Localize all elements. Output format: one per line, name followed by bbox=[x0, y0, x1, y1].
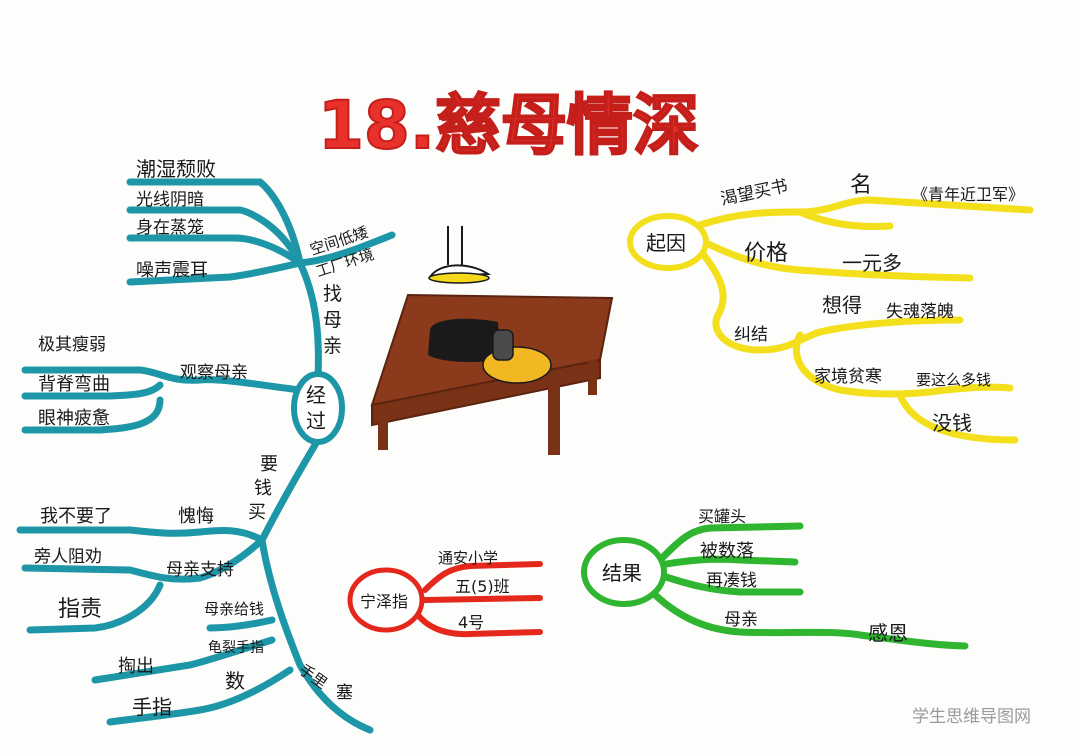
process-label-line-2: 过 bbox=[306, 409, 326, 433]
money-rough: 龟裂手指 bbox=[208, 640, 264, 656]
author-node bbox=[347, 567, 425, 633]
result-item-4: 母亲 bbox=[724, 610, 758, 630]
workplace-item-4: 噪声震耳 bbox=[136, 260, 208, 281]
regret-label: 愧悔 bbox=[178, 506, 214, 527]
observe-label: 观察母亲 bbox=[180, 363, 248, 383]
workplace-item-2: 光线阴暗 bbox=[136, 190, 204, 210]
cause-ask: 要这么多钱 bbox=[916, 371, 991, 389]
result-branch bbox=[646, 522, 969, 650]
result-item-2: 被数落 bbox=[700, 541, 754, 562]
cause-price: 一元多 bbox=[842, 251, 902, 275]
workplace-item-1: 潮湿颓败 bbox=[136, 157, 216, 181]
money-fingers: 手指 bbox=[132, 695, 172, 719]
money-count: 数 bbox=[225, 669, 245, 693]
regret-item: 我不要了 bbox=[40, 506, 112, 527]
support-item-1: 旁人阻劝 bbox=[34, 547, 102, 567]
ask-money-3: 买 bbox=[248, 502, 266, 523]
cause-label: 起因 bbox=[646, 231, 686, 255]
ask-money-1: 要 bbox=[260, 454, 278, 475]
process-node bbox=[291, 371, 345, 445]
cause-think-label: 想得 bbox=[822, 293, 862, 317]
support-label: 母亲支持 bbox=[166, 560, 234, 580]
cause-no-money: 没钱 bbox=[932, 411, 972, 435]
result-item-1: 买罐头 bbox=[698, 507, 746, 526]
cause-think: 失魂落魄 bbox=[886, 302, 954, 322]
find-mother-1: 找 bbox=[323, 283, 342, 305]
sewing-table-illustration bbox=[370, 226, 614, 455]
result-item-3: 再凑钱 bbox=[706, 571, 757, 591]
page-title: 18.慈母情深 bbox=[318, 87, 699, 164]
process-label-line-1: 经 bbox=[306, 383, 326, 407]
support-item-2: 指责 bbox=[58, 597, 102, 622]
cause-name-label: 名 bbox=[850, 173, 872, 198]
money-detail: 掏出 bbox=[118, 656, 154, 677]
author-line-1: 通安小学 bbox=[438, 549, 498, 567]
author-branch bbox=[415, 561, 543, 638]
cause-struggle: 纠结 bbox=[734, 325, 768, 345]
workplace-item-3: 身在蒸笼 bbox=[136, 218, 204, 238]
observe-item-1: 极其瘦弱 bbox=[38, 335, 106, 355]
money-label: 母亲给钱 bbox=[204, 600, 264, 618]
author-line-2: 五(5)班 bbox=[455, 577, 510, 596]
author-name: 宁泽指 bbox=[360, 592, 408, 611]
cause-want: 渴望买书 bbox=[719, 176, 790, 210]
result-gratitude: 感恩 bbox=[868, 621, 908, 645]
cause-family: 家境贫寒 bbox=[814, 367, 882, 387]
observe-item-3: 眼神疲惫 bbox=[38, 408, 110, 429]
author-line-3: 4号 bbox=[458, 613, 484, 632]
find-mother-2: 母 bbox=[323, 309, 342, 331]
cause-book: 《青年近卫军》 bbox=[912, 185, 1024, 204]
find-mother-3: 亲 bbox=[323, 335, 342, 357]
result-node bbox=[581, 537, 667, 607]
ask-money-2: 钱 bbox=[254, 478, 272, 499]
cause-price-label: 价格 bbox=[744, 241, 788, 266]
watermark: 学生思维导图网 bbox=[912, 707, 1031, 727]
cause-branch bbox=[696, 196, 1034, 444]
result-label: 结果 bbox=[602, 561, 642, 585]
process-branch bbox=[16, 178, 396, 734]
observe-item-2: 背脊弯曲 bbox=[38, 374, 110, 395]
cause-node bbox=[627, 213, 709, 271]
money-stuff: 塞 bbox=[336, 683, 353, 703]
